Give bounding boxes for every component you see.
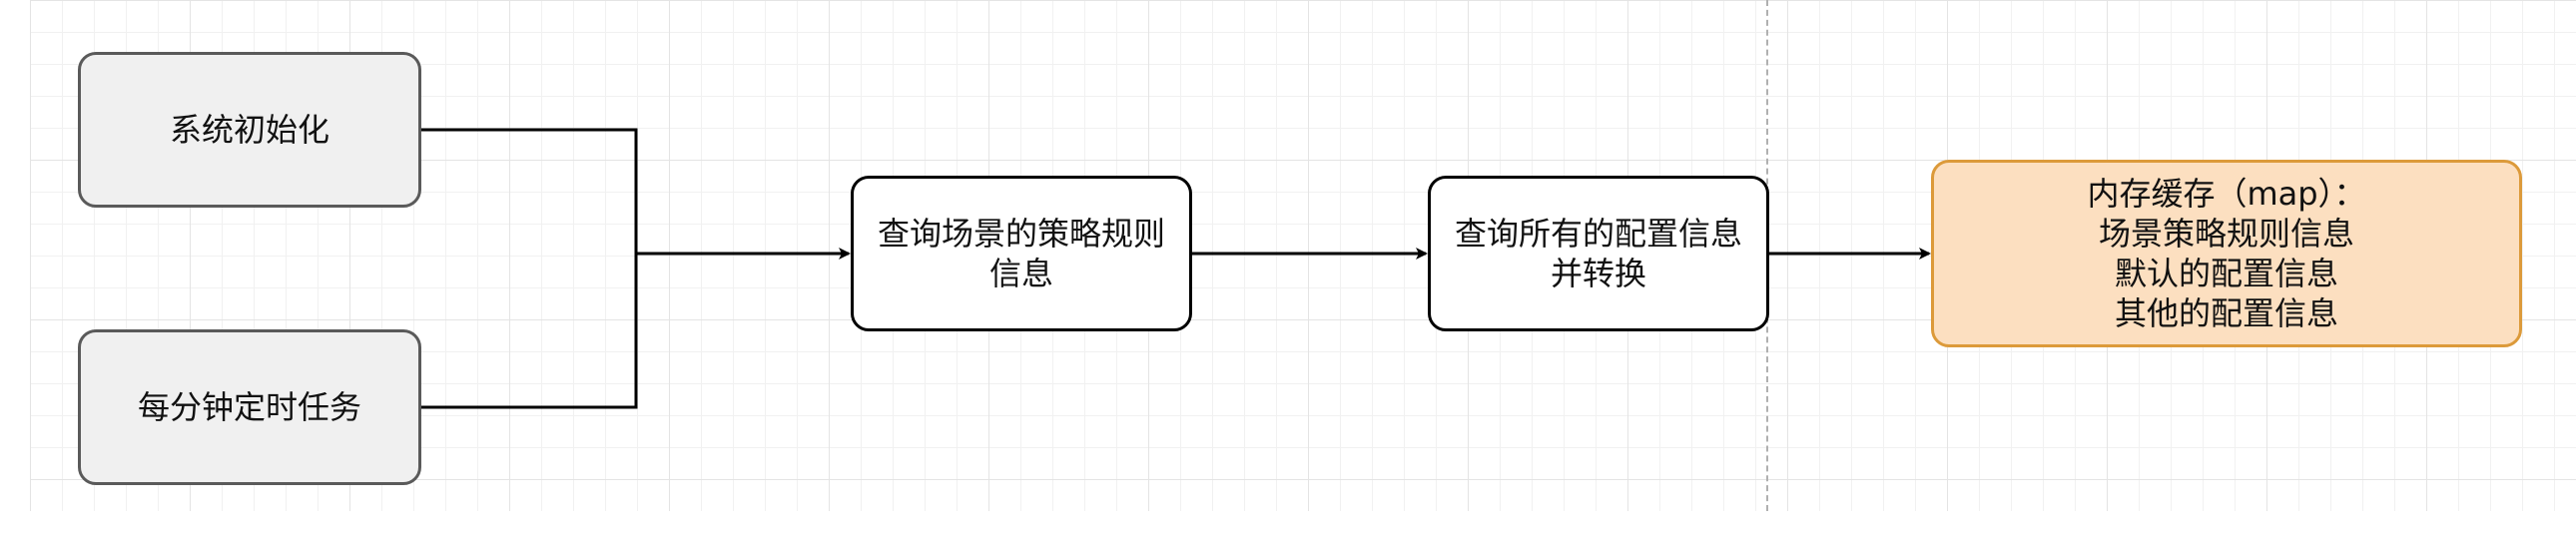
edge-cron-to-query	[421, 254, 638, 409]
canvas-margin-bottom	[0, 511, 2576, 541]
node-query-all-config[interactable]: 查询所有的配置信息 并转换	[1428, 176, 1769, 331]
node-memory-cache[interactable]: 内存缓存（map）： 场景策略规则信息 默认的配置信息 其他的配置信息	[1931, 160, 2522, 347]
edge-init-to-query	[421, 128, 638, 254]
node-query-scene-rules[interactable]: 查询场景的策略规则 信息	[851, 176, 1192, 331]
canvas-margin-left	[0, 0, 30, 541]
node-cron-task[interactable]: 每分钟定时任务	[78, 329, 421, 485]
node-system-init[interactable]: 系统初始化	[78, 52, 421, 208]
